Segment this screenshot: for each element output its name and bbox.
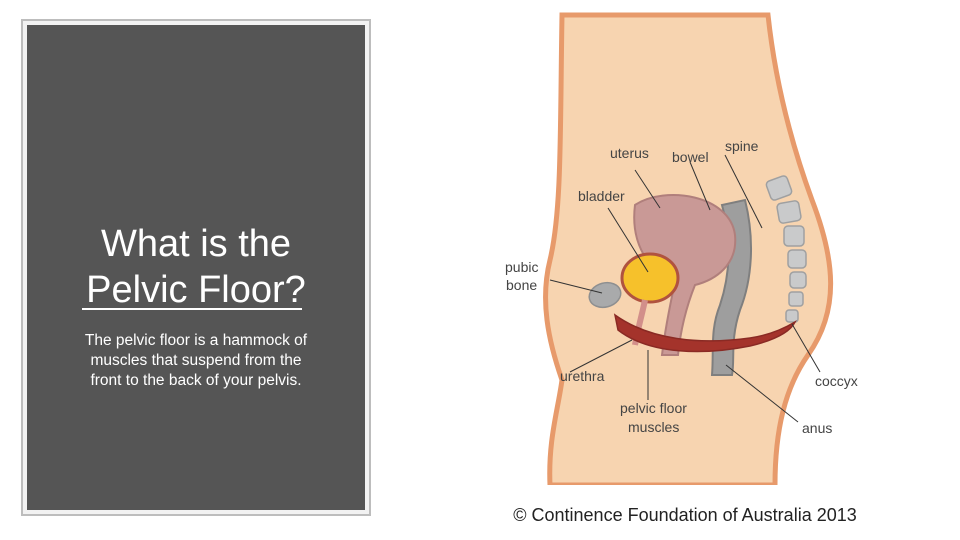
label-urethra: urethra [560, 368, 605, 384]
slide-title: What is the Pelvic Floor? [27, 221, 365, 313]
slide-body-text: The pelvic floor is a hammock of muscles… [57, 331, 335, 391]
label-pubic-bone-1: pubic [505, 259, 538, 275]
title-divider [82, 308, 302, 310]
label-spine: spine [725, 138, 759, 154]
label-pelvic-floor-2: muscles [628, 419, 679, 435]
label-bladder: bladder [578, 188, 625, 204]
title-panel: What is the Pelvic Floor? The pelvic flo… [27, 25, 365, 510]
label-bowel: bowel [672, 149, 709, 165]
label-pubic-bone-2: bone [506, 277, 537, 293]
label-uterus: uterus [610, 145, 649, 161]
copyright-caption: © Continence Foundation of Australia 201… [480, 505, 890, 526]
title-panel-frame: What is the Pelvic Floor? The pelvic flo… [21, 19, 371, 516]
label-coccyx: coccyx [815, 373, 858, 389]
bladder-shape [622, 254, 678, 302]
pelvic-anatomy-diagram: uterus bowel spine bladder pubic bone ur… [490, 10, 890, 485]
label-anus: anus [802, 420, 832, 436]
label-pelvic-floor-1: pelvic floor [620, 400, 687, 416]
